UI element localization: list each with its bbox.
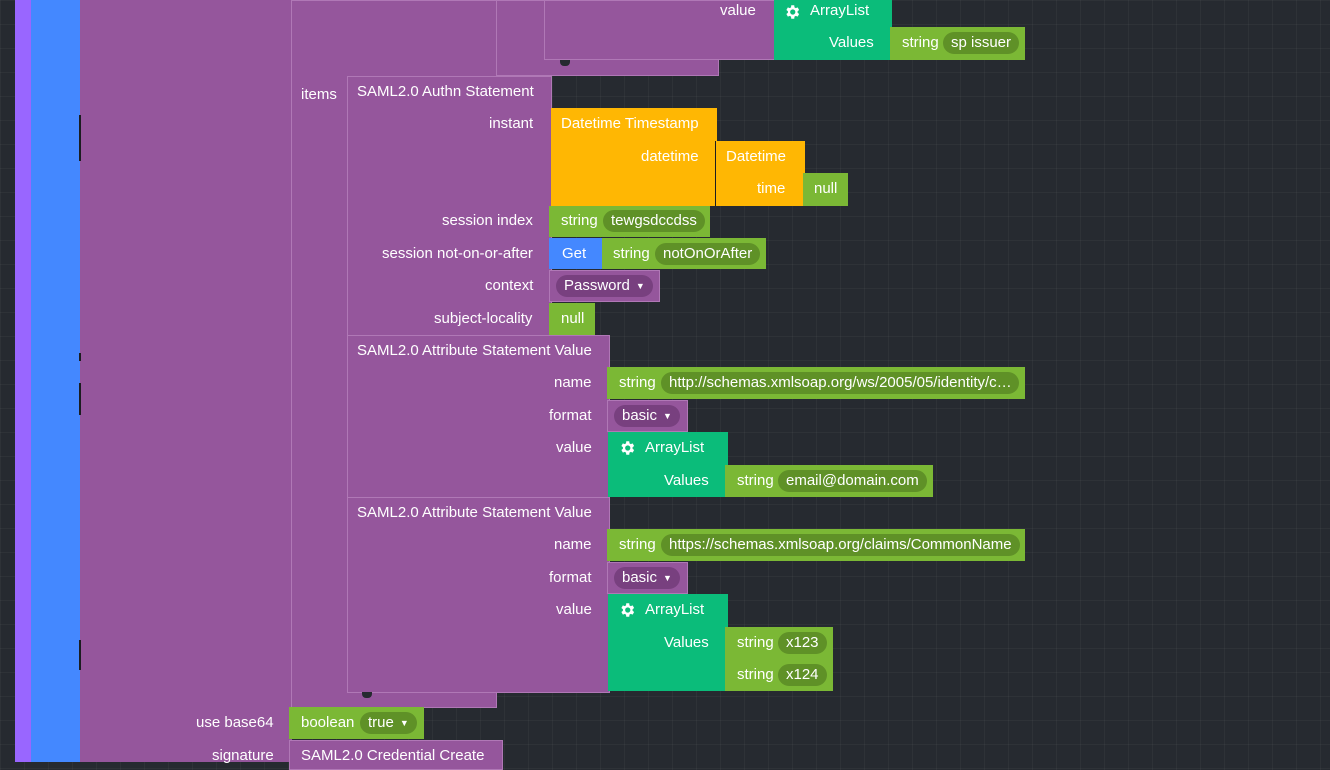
dropdown-caret-icon: ▼ (635, 281, 645, 291)
attr2-title: SAML2.0 Attribute Statement Value (357, 504, 592, 521)
items-label: items (301, 86, 337, 103)
variable-block-edge (31, 0, 80, 762)
connector-tick (79, 353, 81, 361)
session-index-value[interactable]: tewgsdccdss (603, 210, 705, 232)
attr1-name-type: string (619, 374, 656, 391)
attr2-name-type: string (619, 536, 656, 553)
gear-icon[interactable] (783, 3, 801, 21)
authn-statement-block[interactable] (347, 76, 552, 336)
attr1-values-label: Values (664, 472, 709, 489)
top-value-label: value (720, 2, 756, 19)
attr1-format-label: format (549, 407, 592, 424)
attr2-value-label: value (556, 601, 592, 618)
top-arraylist-block[interactable] (774, 0, 892, 60)
top-arraylist-title: ArrayList (810, 2, 870, 19)
attribute-statement-block-1[interactable] (347, 335, 610, 498)
signature-label: signature (212, 747, 274, 764)
attr1-title: SAML2.0 Attribute Statement Value (357, 342, 592, 359)
attr1-item-value[interactable]: email@domain.com (778, 470, 927, 492)
attr2-format-value: basic (622, 569, 658, 586)
datetime-timestamp-block[interactable] (551, 108, 717, 206)
attr2-name-value[interactable]: https://schemas.xmlsoap.org/claims/Commo… (661, 534, 1020, 556)
authn-title: SAML2.0 Authn Statement (357, 83, 534, 100)
attr1-name-value[interactable]: http://schemas.xmlsoap.org/ws/2005/05/id… (661, 372, 1019, 394)
dropdown-caret-icon: ▼ (399, 718, 409, 728)
attr1-value-label: value (556, 439, 592, 456)
context-value: Password (564, 277, 630, 294)
time-null-block[interactable] (803, 173, 848, 206)
attr1-arraylist-title: ArrayList (645, 439, 705, 456)
attr2-arraylist-title: ArrayList (645, 601, 705, 618)
gear-icon[interactable] (618, 439, 636, 457)
attr1-format-value: basic (622, 407, 658, 424)
issuer-inner-block[interactable] (544, 0, 776, 60)
top-values-label: Values (829, 34, 874, 51)
session-not-value[interactable]: notOnOrAfter (655, 243, 761, 265)
attr1-item-type: string (737, 472, 774, 489)
connector-tick (79, 115, 81, 161)
use-base64-type: boolean (301, 714, 355, 731)
attr2-name-label: name (554, 536, 592, 553)
context-dropdown[interactable]: Password ▼ (556, 275, 653, 297)
get-label: Get (562, 245, 587, 262)
subject-locality-value: null (561, 310, 585, 327)
attr1-format-dropdown[interactable]: basic ▼ (614, 405, 680, 427)
session-not-type: string (613, 245, 650, 262)
time-value: null (814, 180, 838, 197)
attr2-values-label: Values (664, 634, 709, 651)
subject-locality-label: subject-locality (434, 310, 533, 327)
dropdown-caret-icon: ▼ (663, 411, 672, 421)
use-base64-dropdown[interactable]: true ▼ (360, 712, 417, 734)
use-base64-value: true (368, 714, 394, 731)
session-index-label: session index (442, 212, 533, 229)
use-base64-label: use base64 (196, 714, 274, 731)
context-label: context (485, 277, 534, 294)
saml-response-block[interactable] (80, 0, 292, 762)
attribute-statement-block-2[interactable] (347, 497, 610, 693)
attr2-item-type-2: string (737, 666, 774, 683)
connector-tick (79, 640, 81, 670)
get-block[interactable] (549, 238, 607, 269)
block-notch (560, 60, 570, 66)
subject-locality-block[interactable] (549, 303, 595, 335)
datetime-timestamp-title: Datetime Timestamp (561, 115, 699, 132)
signature-block-title: SAML2.0 Credential Create (301, 747, 485, 764)
datetime-block[interactable] (715, 141, 805, 206)
attr1-name-label: name (554, 374, 592, 391)
datetime-block-title: Datetime (726, 148, 787, 165)
attr2-item-value-1[interactable]: x123 (778, 632, 827, 654)
outer-block-edge (15, 0, 31, 762)
top-string-value[interactable]: sp issuer (943, 32, 1020, 54)
connector-tick (79, 383, 81, 415)
attr2-arraylist-block[interactable] (608, 594, 728, 691)
instant-label: instant (489, 115, 534, 132)
attr2-item-value-2[interactable]: x124 (778, 664, 827, 686)
session-index-type: string (561, 212, 598, 229)
top-string-label: string (902, 34, 939, 51)
attr2-format-dropdown[interactable]: basic ▼ (614, 567, 680, 589)
attr2-format-label: format (549, 569, 592, 586)
block-notch (362, 692, 372, 698)
dropdown-caret-icon: ▼ (663, 573, 672, 583)
gear-icon[interactable] (618, 601, 636, 619)
datetime-label: datetime (641, 148, 699, 165)
time-label: time (757, 180, 786, 197)
attr2-item-type-1: string (737, 634, 774, 651)
session-not-label: session not-on-or-after (382, 245, 533, 262)
